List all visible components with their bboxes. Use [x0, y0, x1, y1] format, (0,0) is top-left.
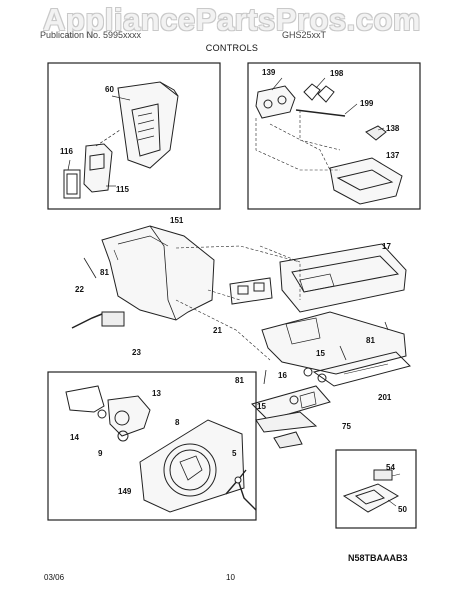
publication-header: Publication No. 5995xxxx [40, 30, 142, 40]
callout-54: 54 [386, 463, 395, 472]
callout-15-right: 15 [316, 349, 325, 358]
callout-137: 137 [386, 151, 400, 160]
callout-75: 75 [342, 422, 351, 431]
callout-9: 9 [98, 449, 103, 458]
callout-23: 23 [132, 348, 141, 357]
callout-15-left: 15 [257, 402, 266, 411]
watermark: AppliancePartsPros.com [43, 2, 421, 37]
callout-201: 201 [378, 393, 392, 402]
callout-81-upper: 81 [100, 268, 109, 277]
callout-199: 199 [360, 99, 374, 108]
footer-date: 03/06 [44, 573, 65, 582]
page-number: 10 [226, 573, 235, 582]
control-housing-assembly [71, 225, 411, 449]
callout-198: 198 [330, 69, 344, 78]
callout-115: 115 [116, 185, 129, 194]
callout-21: 21 [213, 326, 222, 335]
callout-81-right: 81 [366, 336, 375, 345]
inset-thermistor [335, 449, 417, 529]
callout-16: 16 [278, 371, 287, 380]
callout-149: 149 [118, 487, 132, 496]
callout-60: 60 [105, 85, 114, 94]
callout-labels: 60 116 115 139 198 199 138 137 151 17 81… [60, 68, 407, 514]
model-header: GHS25xxT [282, 30, 327, 40]
callout-81-lower: 81 [235, 376, 244, 385]
callout-17: 17 [382, 242, 391, 251]
callout-14: 14 [70, 433, 79, 442]
callout-5: 5 [232, 449, 237, 458]
callout-139: 139 [262, 68, 276, 77]
callout-8: 8 [175, 418, 180, 427]
diagram-code: N58TBAAAB3 [348, 553, 408, 563]
callout-151: 151 [170, 216, 184, 225]
callout-50: 50 [398, 505, 407, 514]
callout-22: 22 [75, 285, 84, 294]
callout-116: 116 [60, 147, 73, 156]
inset-fan-motor [47, 371, 257, 521]
section-title: CONTROLS [205, 43, 259, 53]
callout-138: 138 [386, 124, 400, 133]
inset-fan-housing [47, 62, 221, 210]
inset-dispenser-controls [247, 62, 421, 210]
callout-13: 13 [152, 389, 161, 398]
